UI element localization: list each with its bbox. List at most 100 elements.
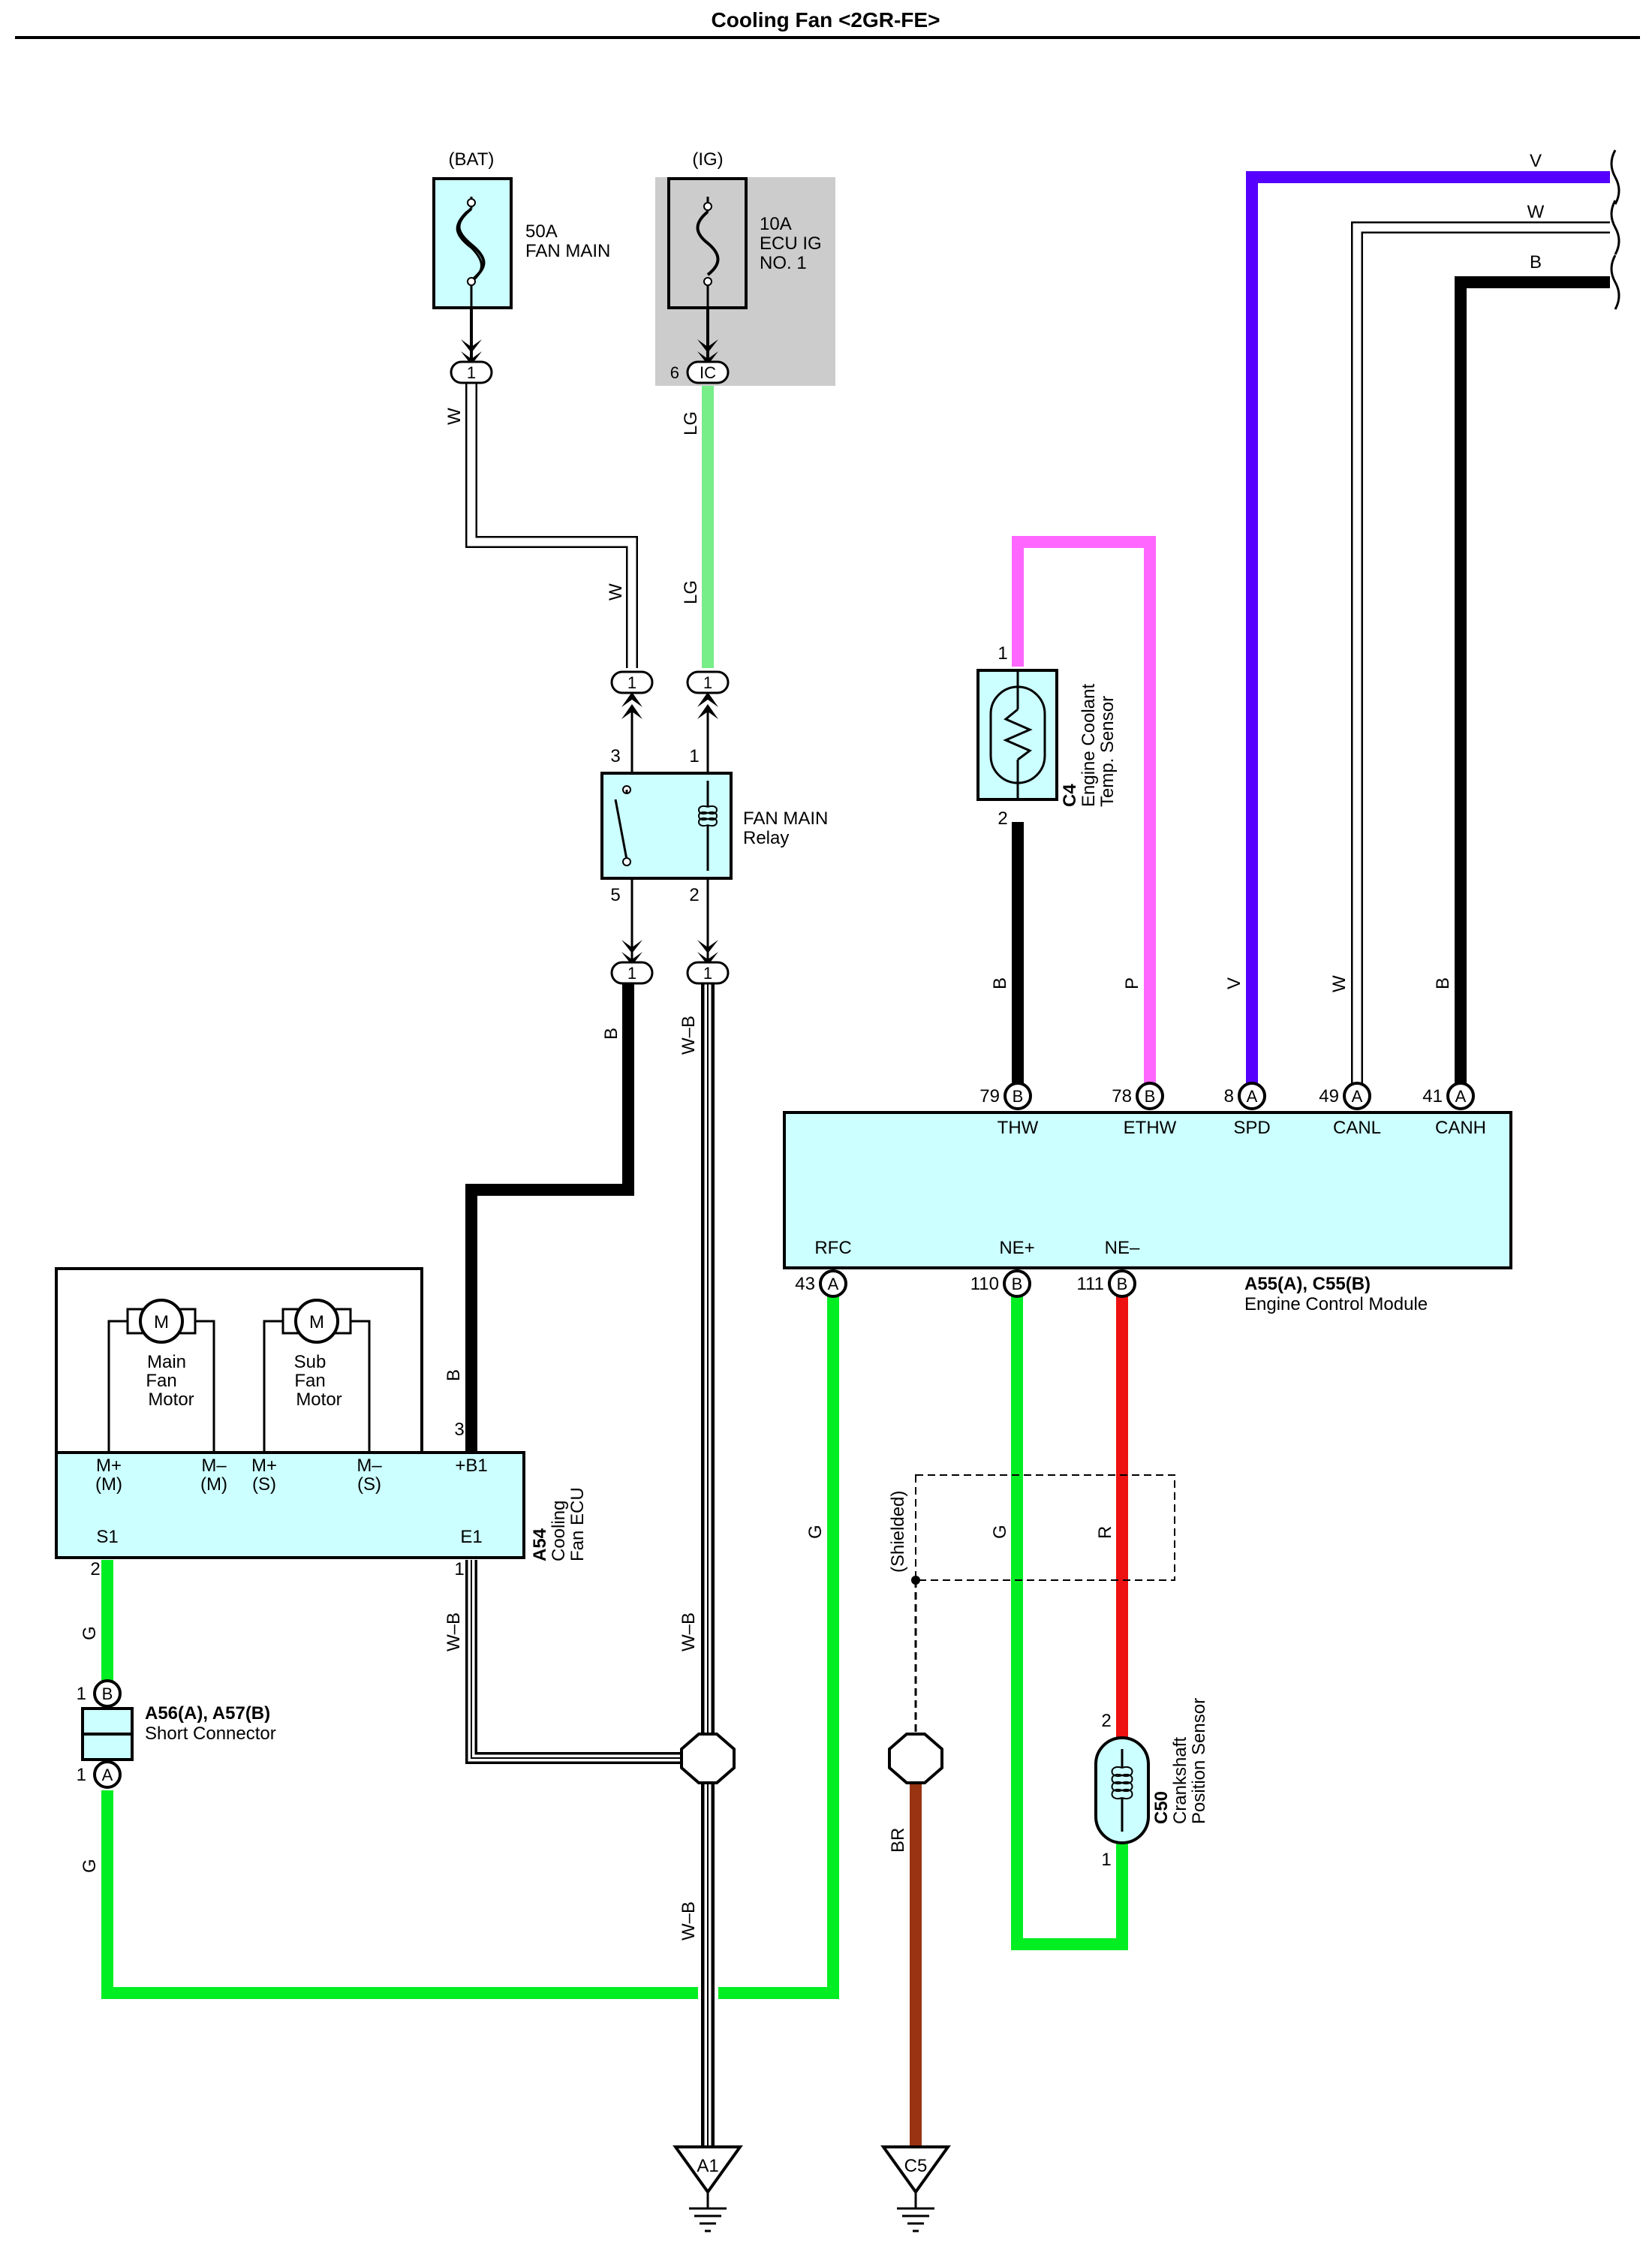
- svg-text:M+: M+: [96, 1456, 122, 1476]
- fuse-bat-supply-label: (BAT): [449, 149, 495, 170]
- svg-text:M–: M–: [201, 1456, 227, 1476]
- svg-text:Motor: Motor: [148, 1389, 194, 1410]
- ecm-pin-num: 110: [970, 1274, 999, 1294]
- ecm-pin-num: 49: [1319, 1086, 1339, 1106]
- label-v-spd: V: [1224, 977, 1244, 989]
- wire-ethw-p: [1012, 536, 1156, 1087]
- ecm-pin-label: SPD: [1233, 1118, 1270, 1138]
- label-b-ecu: B: [444, 1369, 464, 1381]
- ground-a1: A1: [673, 2145, 743, 2232]
- wire-spd-v: [1246, 171, 1610, 1087]
- ground-c5: C5: [880, 2145, 951, 2232]
- svg-text:Motor: Motor: [296, 1389, 342, 1410]
- splice-wb: [680, 1733, 736, 1784]
- svg-text:Main: Main: [147, 1352, 186, 1372]
- label-v-right: V: [1530, 151, 1542, 171]
- svg-text:1: 1: [703, 964, 712, 983]
- fan-main-relay: FAN MAIN Relay 3 1 5 2: [600, 746, 828, 905]
- wire-short-g: [101, 1790, 698, 1999]
- svg-text:Sub: Sub: [294, 1352, 326, 1372]
- fuse-bat-connector: 1: [450, 308, 493, 384]
- relay-pin-2: 2: [689, 885, 699, 905]
- ecm-pin-label: NE–: [1105, 1238, 1140, 1258]
- label-lg-1: LG: [681, 411, 701, 435]
- svg-text:1: 1: [77, 1765, 86, 1785]
- fuse-bat-name: FAN MAIN: [525, 241, 610, 261]
- label-w-right: W: [1527, 202, 1545, 222]
- label-p-ethw: P: [1122, 977, 1142, 989]
- fuse-bat-pin: 1: [467, 363, 476, 382]
- label-g-rfc: G: [805, 1525, 826, 1539]
- fan-ecu-id: A54: [530, 1528, 550, 1561]
- crankshaft-position-sensor: 2 1 C50 Crankshaft Position Sensor: [1094, 1698, 1209, 1870]
- fan-motor-housing: [55, 1267, 423, 1454]
- engine-coolant-temp-sensor: 1 2 C4 Engine Coolant Temp. Sensor: [976, 643, 1118, 829]
- ecm-pin-label: NE+: [999, 1238, 1034, 1258]
- ecm-pin-num: 43: [795, 1274, 815, 1294]
- fuse-ig-name1: ECU IG: [760, 233, 822, 254]
- label-w-bat-1: W: [444, 408, 465, 425]
- wire-relay-b: [465, 983, 634, 1453]
- wire-canh-b: [1455, 276, 1610, 1087]
- short-connector: B 1 A 1 A56(A), A57(B) Short Connector: [77, 1679, 276, 1789]
- wire-bat-w: [465, 381, 638, 668]
- fan-ecu-line2: Fan ECU: [567, 1487, 588, 1561]
- wire-rfc-g: [718, 1288, 839, 1999]
- c50-line1: Crankshaft: [1170, 1737, 1190, 1824]
- label-g-ne-plus: G: [990, 1525, 1010, 1539]
- fan-ecu-body: [55, 1451, 525, 1559]
- label-b-thw: B: [990, 977, 1010, 989]
- main-motor-symbol: M: [154, 1312, 169, 1332]
- ecm-pin-label: ETHW: [1124, 1118, 1177, 1138]
- relay-name2: Relay: [743, 828, 789, 848]
- svg-text:S1: S1: [96, 1527, 118, 1547]
- ecm-pin-conn: B: [1013, 1087, 1024, 1106]
- fuse-ig-pin-code: IC: [700, 363, 716, 382]
- wire-ne-plus-g: [1011, 1288, 1128, 1950]
- ecm-pin-num: 111: [1077, 1274, 1104, 1294]
- ecm-pin-conn: A: [1455, 1087, 1467, 1106]
- c50-pin2: 2: [1101, 1711, 1111, 1731]
- label-br: BR: [888, 1828, 908, 1853]
- cooling-fan-ecu: M Main Fan Motor M Sub Fan Motor M+ (M) …: [55, 1267, 588, 1579]
- c50-line2: Position Sensor: [1189, 1698, 1209, 1824]
- fan-ecu-line1: Cooling: [549, 1501, 569, 1561]
- ecm-pin-label: CANH: [1435, 1118, 1486, 1138]
- label-wb-splice-down: W–B: [679, 1901, 699, 1940]
- page-title: Cooling Fan <2GR-FE>: [712, 8, 940, 32]
- fan-ecu-pin-b1: 3: [454, 1420, 464, 1440]
- fuse-ecu-ig: (IG) 10A ECU IG NO. 1: [655, 149, 835, 386]
- fan-ecu-pin-s1: 2: [90, 1559, 100, 1579]
- label-wb-splice-up: W–B: [679, 1612, 699, 1651]
- fuse-ig-rating: 10A: [760, 214, 792, 234]
- c4-pin2: 2: [998, 808, 1007, 829]
- label-b-canh: B: [1433, 977, 1453, 989]
- label-w-canl: W: [1329, 975, 1350, 992]
- svg-text:B: B: [102, 1684, 113, 1703]
- fuse-bat-rating: 50A: [525, 221, 558, 242]
- svg-text:Fan: Fan: [146, 1371, 176, 1391]
- relay-pin-5: 5: [610, 885, 620, 905]
- label-lg-2: LG: [681, 580, 701, 604]
- relay-pin-3: 3: [610, 746, 620, 766]
- label-shielded: (Shielded): [888, 1491, 908, 1573]
- svg-text:M–: M–: [357, 1456, 382, 1476]
- ecm-pin-conn: B: [1145, 1087, 1156, 1106]
- label-w-bat-2: W: [606, 583, 626, 601]
- svg-text:(S): (S): [357, 1474, 381, 1495]
- wire-e1-wb: [465, 1560, 689, 1764]
- svg-text:1: 1: [627, 673, 636, 692]
- svg-text:M+: M+: [251, 1456, 277, 1476]
- label-g-s1: G: [80, 1626, 100, 1640]
- c4-line1: Engine Coolant: [1079, 684, 1099, 807]
